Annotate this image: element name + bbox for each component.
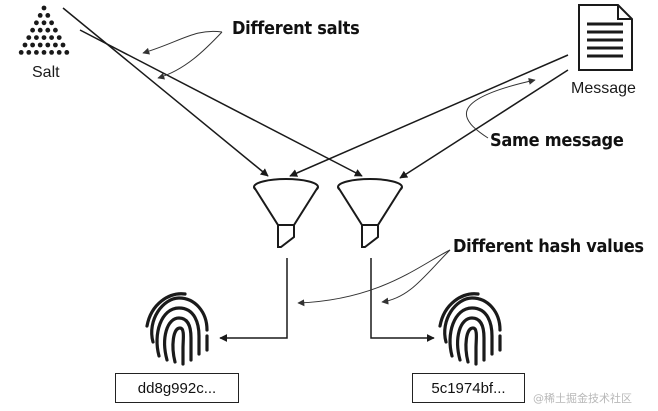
salt-dot [64,50,70,55]
salt-dot [60,42,66,48]
different-salts-callout-line [142,30,223,55]
right-hash-value: 5c1974bf... [431,379,506,397]
salt-dot [26,35,32,40]
message-document-icon [578,4,633,71]
salt-dot [49,35,54,40]
right-funnel-icon [337,178,403,248]
salt-dot [34,20,39,26]
left-hash-value: dd8g992c... [137,379,217,397]
salt-to-left-funnel-arrow [62,7,269,177]
salt-dot [41,35,47,40]
left-funnel-to-fingerprint-arrow [219,258,288,342]
salt-dot [34,50,39,55]
salt-dot [53,27,58,33]
right-fingerprint-icon [438,292,502,366]
salt-dot [18,50,24,55]
same-message-callout: Same message [490,130,624,151]
right-hash-value-box: 5c1974bf... [412,373,525,403]
left-hash-value-box: dd8g992c... [115,373,239,403]
salt-dot [34,35,39,40]
salt-dot [30,42,35,48]
salt-label: Salt [32,64,60,81]
same-message-callout-line [466,77,536,139]
message-label: Message [571,80,636,97]
salt-dot [37,27,43,33]
salt-dot [41,20,47,26]
message-to-left-funnel-arrow [289,54,569,177]
salt-to-right-funnel-arrow [79,29,363,177]
different-salts-callout: Different salts [232,18,360,39]
salt-icon [18,5,70,55]
different-hash-values-callout-line [381,249,451,305]
salt-dot [45,13,51,18]
salt-dot [56,50,62,55]
right-funnel-to-fingerprint-arrow [370,258,435,342]
left-fingerprint-icon [145,292,209,366]
salt-dot [41,5,47,11]
salt-dot [56,35,62,40]
salt-dot [22,42,28,48]
salt-dot [45,42,51,48]
watermark-text: @稀土掘金技术社区 [533,392,632,405]
salt-dot [26,50,32,55]
different-hash-values-callout-line [297,249,451,307]
different-hash-values-callout: Different hash values [453,236,644,257]
salt-dot [37,42,43,48]
salt-dot [45,27,51,33]
salt-dot [37,13,43,18]
salt-dot [53,42,58,48]
left-funnel-icon [253,178,319,248]
salt-dot [49,50,54,55]
message-to-right-funnel-arrow [399,69,569,179]
salt-dot [49,20,54,26]
salt-dot [41,50,47,55]
different-salts-callout-line [157,31,223,80]
salt-dot [30,27,35,33]
